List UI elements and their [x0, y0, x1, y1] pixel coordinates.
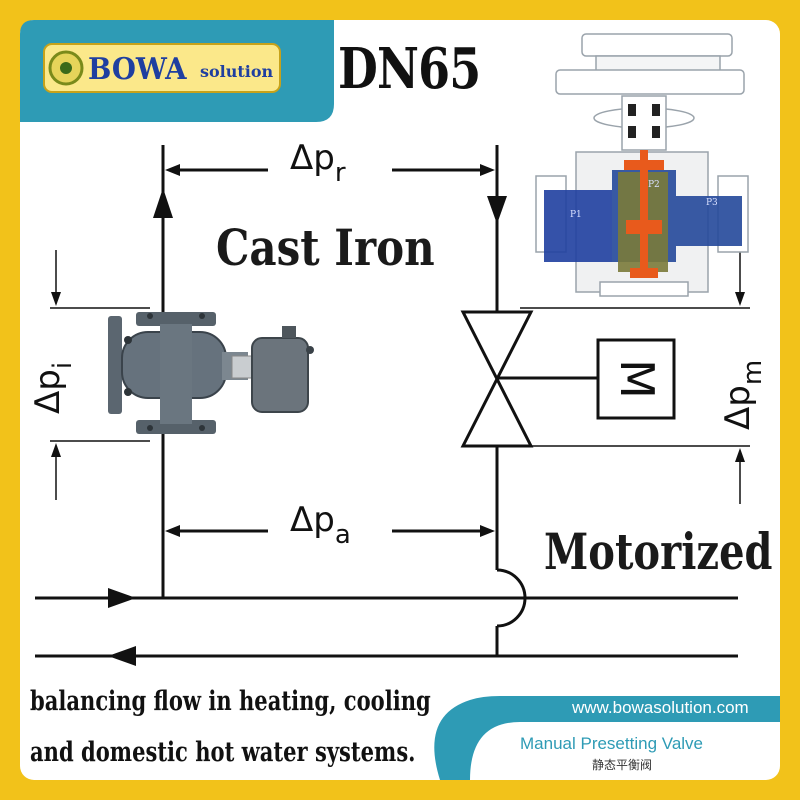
dp-m-arrow-bottom — [735, 448, 745, 462]
website-link[interactable]: www.bowasolution.com — [572, 698, 749, 717]
actuation-label: Motorized — [544, 522, 773, 581]
logo-suffix: solution — [200, 62, 274, 81]
logo-brand: BOWA — [88, 52, 187, 87]
motorized-valve-section — [535, 33, 749, 297]
motor-label: M — [610, 359, 664, 399]
flow-down-arrow — [487, 196, 507, 224]
dp-r-subscript: r — [334, 158, 346, 188]
dp-m-label: Δpm — [718, 359, 768, 430]
dp-a-arrow-left — [165, 525, 180, 537]
supply-arrow — [108, 588, 136, 608]
section-label-p3: P3 — [706, 198, 718, 208]
dp-r-arrow-left — [165, 164, 180, 176]
dp-i-arrow-top — [51, 292, 61, 306]
description-line-2: and domestic hot water systems. — [30, 737, 416, 768]
control-valve-symbol — [460, 310, 534, 448]
section-label-p2: P2 — [648, 180, 660, 190]
dp-a-label: Δpa — [290, 500, 351, 550]
return-arrow — [108, 646, 136, 666]
material-label: Cast Iron — [216, 218, 435, 277]
dp-i-label: Δpi — [28, 361, 78, 414]
dp-i-arrow-bottom — [51, 443, 61, 457]
dp-i-subscript: i — [48, 361, 78, 370]
dp-a-arrow-right — [480, 525, 495, 537]
dp-a-subscript: a — [334, 520, 351, 550]
product-name: Manual Presetting Valve — [520, 734, 704, 753]
cast-iron-valve-illustration — [108, 312, 314, 434]
flow-up-arrow — [153, 188, 173, 218]
description-line-1: balancing flow in heating, cooling — [30, 686, 431, 717]
logo-badge — [43, 43, 281, 93]
dp-m-arrow-top — [735, 292, 745, 306]
product-name-cn: 静态平衡阀 — [592, 758, 653, 772]
dp-m-subscript: m — [738, 359, 768, 386]
page-title: DN65 — [338, 36, 481, 102]
section-label-p1: P1 — [570, 210, 582, 220]
gear-hub-icon — [60, 62, 72, 74]
motor-box — [596, 338, 676, 420]
footer-band — [434, 696, 780, 780]
dp-r-arrow-right — [480, 164, 495, 176]
dp-r-label: Δpr — [290, 138, 346, 188]
